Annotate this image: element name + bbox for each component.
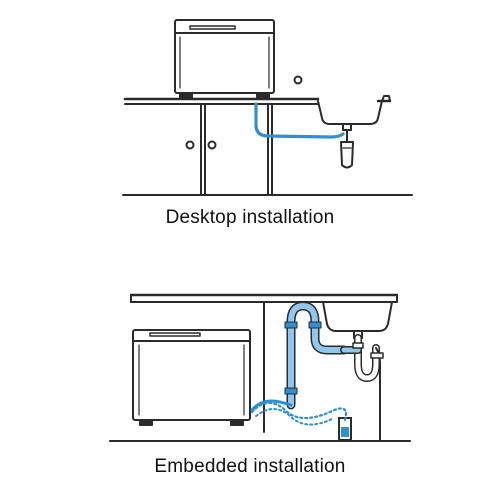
embedded-counter-icon <box>129 293 399 303</box>
embedded-hoses <box>250 399 348 426</box>
faucet-knob-icon <box>293 75 303 85</box>
desktop-installation-caption: Desktop installation <box>165 207 335 228</box>
desktop-hose <box>254 102 345 139</box>
drain-hose-dotted-2 <box>255 408 335 426</box>
drain-pipe-icon <box>340 123 354 169</box>
outlet-pipe-icon <box>338 417 352 441</box>
drain-hose-dotted <box>250 401 348 422</box>
embedded-scene <box>109 293 411 442</box>
sink-icon <box>317 95 392 125</box>
embedded-dishwasher-icon <box>132 329 251 426</box>
counter-cabinet-icon <box>122 97 413 196</box>
water-pipe-icon <box>284 301 349 410</box>
drain-trap-icon <box>340 334 384 441</box>
inlet-hose <box>250 399 293 412</box>
dishwasher-icon <box>174 19 275 99</box>
desktop-scene <box>122 19 413 196</box>
embedded-installation-caption: Embedded installation <box>154 456 346 477</box>
embedded-sink-icon <box>322 301 393 339</box>
